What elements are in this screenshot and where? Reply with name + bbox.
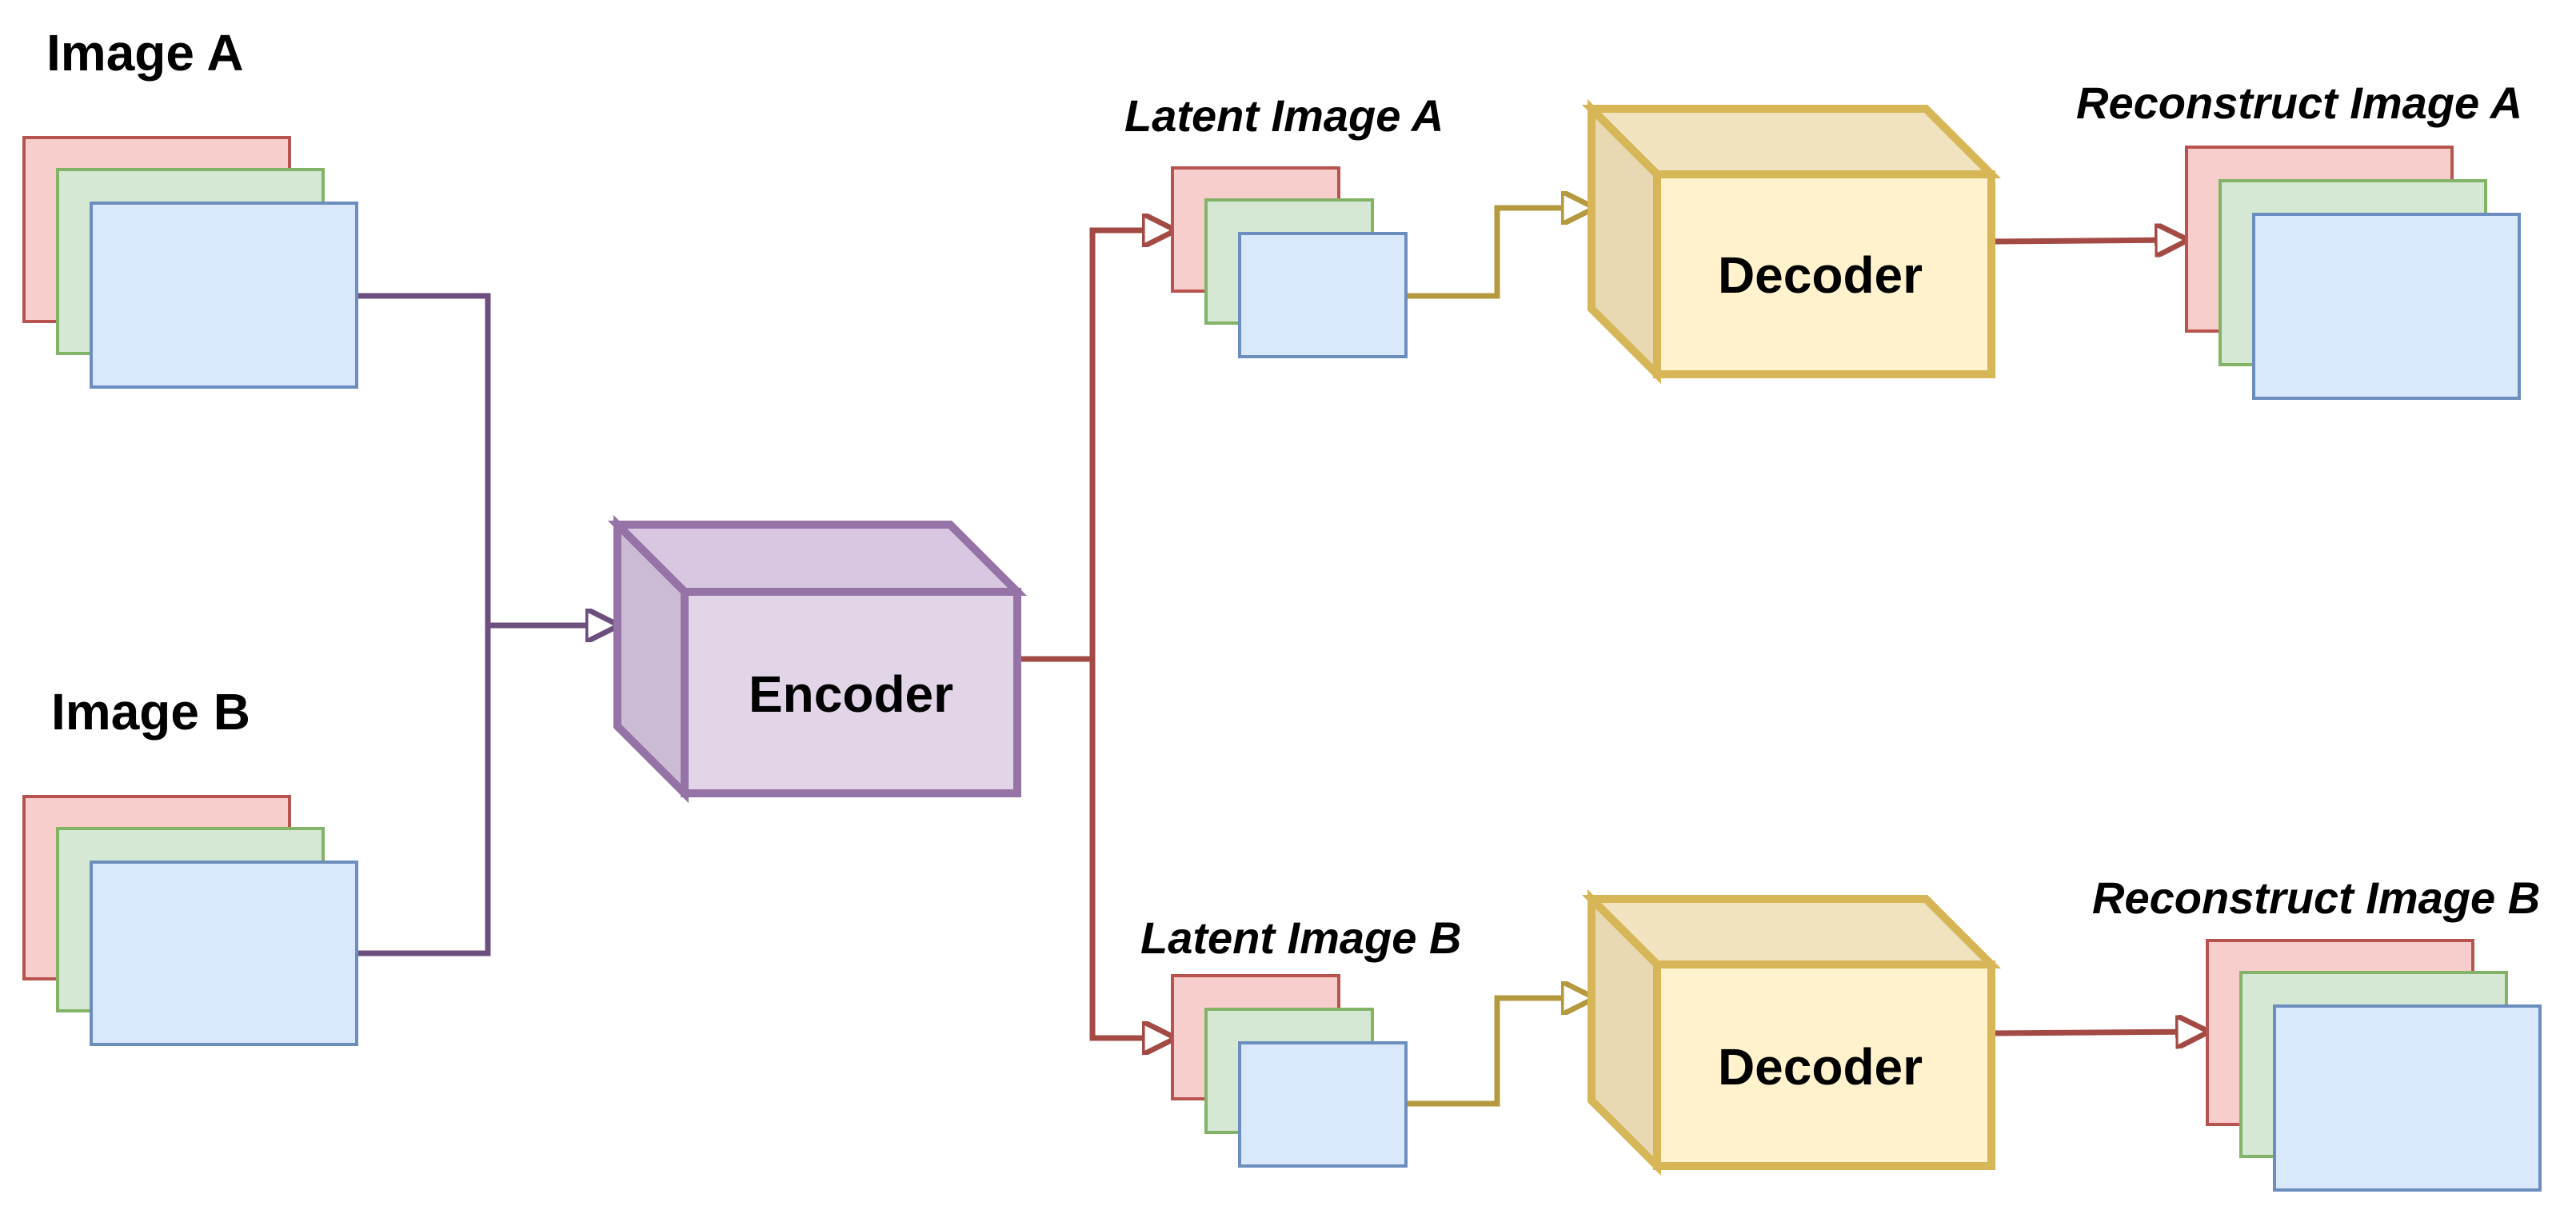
decoder-a-front-face — [1653, 170, 1995, 378]
encoder-block — [607, 514, 1028, 804]
decoder-b-block — [1581, 889, 2002, 1176]
reconstruct-image-b-label: Reconstruct Image B — [2092, 873, 2540, 923]
recon-b-blue-channel — [2273, 1004, 2542, 1192]
connector-decoder-a-to-recon-a — [1991, 240, 2185, 242]
latent-image-b-stack — [1171, 974, 1408, 1168]
image-b-blue-channel — [90, 861, 358, 1046]
reconstruct-image-a-stack — [2185, 146, 2521, 400]
connector-image-a-to-junction — [357, 293, 491, 625]
latent-a-blue-channel — [1238, 232, 1408, 358]
latent-b-blue-channel — [1238, 1041, 1408, 1168]
image-b-stack — [22, 795, 358, 1046]
connector-image-b-to-junction — [357, 625, 491, 956]
connector-decoder-b-to-recon-b — [1991, 1032, 2206, 1033]
connector-encoder-to-latent-a — [1017, 230, 1172, 662]
image-b-label: Image B — [51, 683, 250, 741]
connectors — [357, 208, 2206, 1107]
latent-image-b-label: Latent Image B — [1140, 913, 1461, 963]
image-a-blue-channel — [90, 202, 358, 389]
connector-latent-a-to-decoder — [1406, 208, 1592, 299]
recon-a-blue-channel — [2252, 213, 2521, 400]
reconstruct-image-b-stack — [2206, 939, 2542, 1192]
reconstruct-image-a-label: Reconstruct Image A — [2076, 78, 2522, 128]
latent-image-a-stack — [1171, 166, 1408, 358]
connector-encoder-to-latent-b — [1089, 659, 1172, 1038]
image-a-label: Image A — [46, 24, 244, 82]
decoder-a-block — [1581, 98, 2002, 385]
decoder-b-label: Decoder — [1718, 1038, 1923, 1096]
decoder-a-label: Decoder — [1718, 246, 1923, 304]
encoder-label: Encoder — [749, 665, 953, 723]
decoder-b-front-face — [1653, 960, 1995, 1170]
image-a-stack — [22, 136, 358, 389]
latent-image-a-label: Latent Image A — [1124, 90, 1444, 141]
encoder-front-face — [681, 588, 1021, 797]
connector-latent-b-to-decoder — [1406, 998, 1592, 1107]
